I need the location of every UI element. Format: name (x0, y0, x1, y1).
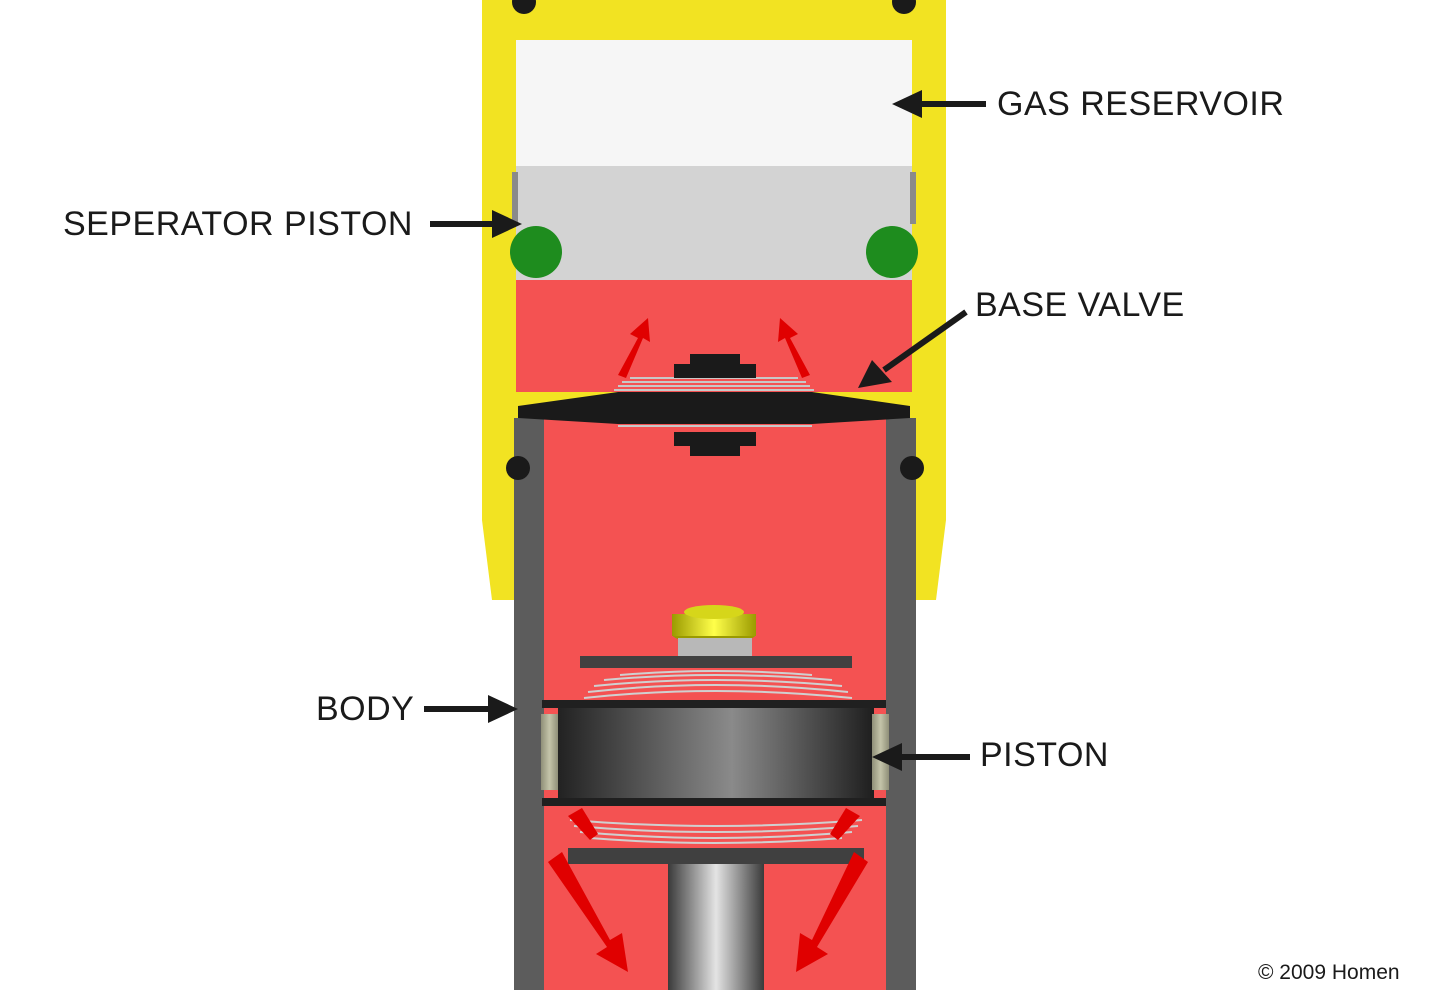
main-piston-assembly (541, 605, 889, 990)
top-fastener-right (892, 0, 916, 14)
body-fastener-right (900, 456, 924, 480)
flow-arrow-piston-lower-left (548, 852, 628, 972)
body-fastener-left (506, 456, 530, 480)
label-body: BODY (316, 690, 415, 728)
piston-nut-top (684, 605, 744, 619)
base-valve-plate (518, 392, 910, 424)
arrow-body (424, 695, 518, 723)
base-valve-nut-bottom-cap (690, 446, 740, 456)
piston-upper-washer (580, 656, 852, 668)
piston-seal-left (541, 714, 558, 790)
copyright-notice: © 2009 Homen (1258, 961, 1400, 984)
body-wall-right (886, 418, 916, 990)
piston-shaft-top (678, 638, 752, 658)
base-valve-nut-cap (690, 354, 740, 366)
separator-seal-right (866, 226, 918, 278)
arrow-piston (872, 743, 970, 771)
arrow-separator-piston (430, 210, 522, 238)
label-base-valve: BASE VALVE (975, 286, 1185, 324)
base-valve (516, 354, 912, 456)
flow-arrow-piston-inner-left (568, 808, 598, 840)
separator-piston-left-edge (512, 172, 518, 224)
arrow-gas-reservoir (892, 90, 986, 118)
base-valve-nut-top (674, 364, 756, 378)
label-piston: PISTON (980, 736, 1109, 774)
separator-piston-body (516, 166, 912, 280)
piston-nut (672, 614, 756, 636)
gas-chamber (516, 40, 912, 166)
base-valve-right-seat (886, 392, 912, 406)
piston-body (558, 700, 874, 806)
piston-flow-arrows (548, 808, 868, 972)
arrow-base-valve (858, 309, 968, 388)
flow-arrow-base-right (778, 318, 810, 378)
piston-lower-shims (569, 819, 863, 844)
base-valve-nut-bottom (674, 432, 756, 446)
separator-seal-left (510, 226, 562, 278)
piston-rod (668, 862, 764, 990)
base-valve-flow-arrows (618, 318, 810, 378)
piston-seal-right (872, 714, 889, 790)
separator-piston-right-edge (910, 172, 916, 224)
body-wall-left (514, 418, 544, 990)
flow-arrow-piston-lower-right (796, 852, 868, 972)
piston-bottom-rim (542, 798, 886, 806)
label-separator-piston: SEPERATOR PISTON (63, 205, 413, 243)
base-valve-left-seat (516, 392, 544, 406)
flow-arrow-base-left (618, 318, 650, 378)
flow-arrow-piston-inner-right (830, 808, 860, 840)
label-gas-reservoir: GAS RESERVOIR (997, 85, 1285, 123)
label-arrows (424, 90, 986, 771)
piston-upper-shims (583, 670, 853, 699)
piston-lower-washer (568, 848, 864, 864)
piston-top-rim (542, 700, 886, 708)
top-fastener-left (512, 0, 536, 14)
